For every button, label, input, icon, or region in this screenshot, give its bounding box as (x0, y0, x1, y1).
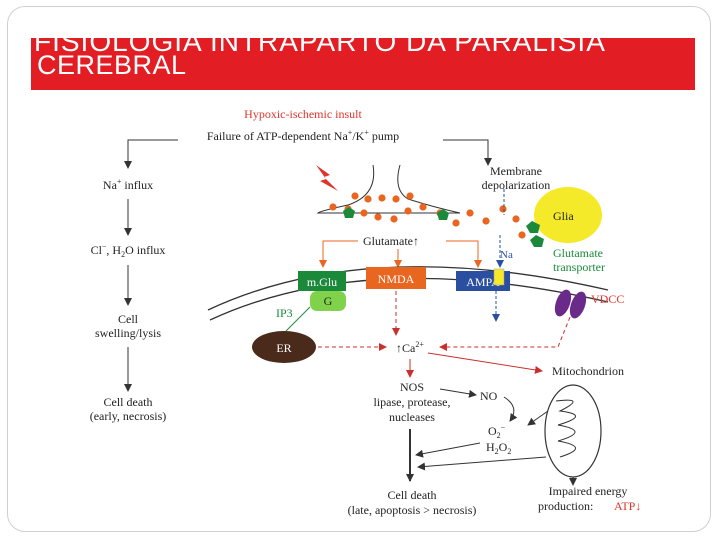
swelling-label-1: Cell (118, 312, 139, 326)
ampa-label: AMPA (466, 275, 500, 289)
arrow-mito-to-ros (527, 410, 549, 426)
mglu-label: m.Glu (307, 275, 337, 289)
nos-label-1: NOS (400, 380, 424, 394)
pathway-diagram: Hypoxic-ischemic insult Failure of ATP-d… (90, 107, 642, 517)
arrow-no-to-ros (503, 396, 518, 422)
arrow-glutamate-to-mglu (319, 240, 358, 268)
glutamate-dot (512, 215, 520, 223)
pathway-figure: Hypoxic-ischemic insult Failure of ATP-d… (48, 95, 670, 525)
pump-failure-label: Failure of ATP-dependent Na+/K+ pump (207, 128, 399, 143)
glutamate-dot (482, 217, 490, 225)
na-channel (493, 268, 505, 286)
glutamate-dot (378, 194, 386, 202)
glutamate-dot (392, 195, 400, 203)
cl-water-influx-label: Cl−, H2O influx (91, 242, 166, 259)
swelling-label-2: swelling/lysis (95, 326, 161, 340)
glutamate-dot (452, 219, 460, 227)
hydrogen-peroxide-label: H2O2 (486, 440, 511, 456)
er-organelle (252, 331, 316, 363)
late-death-label-2: (late, apoptosis > necrosis) (348, 503, 477, 517)
glutamate-dot (374, 213, 382, 221)
glia-transporter-icon (526, 221, 540, 233)
glutamate-dot (466, 209, 474, 217)
glutamate-dot (351, 192, 359, 200)
glutamate-transporter-label-1: Glutamate (553, 246, 603, 260)
vdcc-label: VDCC (591, 292, 624, 306)
nos-label-3: nucleases (389, 410, 435, 424)
glutamate-dot (419, 203, 427, 211)
vdcc-channel-right (569, 291, 587, 319)
lightning-icon (316, 165, 338, 191)
vdcc-channel-left (554, 289, 572, 317)
no-label: NO (480, 389, 498, 403)
nmda-receptor (366, 267, 426, 289)
mglu-receptor (298, 271, 346, 291)
g-protein-label: G (324, 294, 333, 308)
title-bar: FISIOLOGIA INTRAPARTO DA PARALISIA CEREB… (31, 38, 695, 90)
glutamate-label: Glutamate↑ (363, 234, 419, 248)
early-death-label-1: Cell death (104, 395, 153, 409)
mitochondrion (544, 384, 602, 478)
arrow-pump-to-depolarization (443, 139, 492, 166)
glia-label: Glia (553, 209, 574, 223)
glutamate-dot (364, 195, 372, 203)
glutamate-dot (404, 207, 412, 215)
nos-label-2: lipase, protease, (374, 395, 451, 409)
calcium-label: ↑Ca2+ (396, 340, 424, 355)
arrow-glutamate-to-ampa (446, 240, 482, 268)
mitochondrion-label: Mitochondrion (552, 364, 624, 378)
insult-label: Hypoxic-ischemic insult (244, 107, 362, 121)
late-death-label-1: Cell death (388, 488, 437, 502)
arrow-ip3-to-er (285, 306, 311, 332)
arrow-mito-to-late-death (417, 456, 547, 471)
depolarization-label-1: Membrane (490, 164, 542, 178)
superoxide-label: O2− (488, 423, 506, 440)
early-death-label-2: (early, necrosis) (90, 409, 167, 423)
glutamate-dot (406, 192, 414, 200)
g-protein (310, 291, 346, 311)
nmda-label: NMDA (378, 272, 415, 286)
mitochondrion-cristae (555, 399, 576, 458)
glutamate-transporter-label-2: transporter (553, 260, 605, 274)
ip3-label: IP3 (276, 306, 293, 320)
presynaptic-terminal (316, 164, 461, 214)
arrow-ros-to-late-death (415, 442, 481, 458)
glutamate-dot (329, 203, 337, 211)
na-channel-label: Na (500, 249, 513, 261)
glia-transporter-icon (530, 235, 544, 247)
glutamate-dot (518, 231, 526, 239)
glutamate-dot (499, 205, 507, 213)
slide-title-line-2: CEREBRAL (37, 50, 187, 80)
glia-cell (534, 187, 602, 243)
depolarization-label-2: depolarization (482, 178, 551, 192)
glutamate-dot (360, 209, 368, 217)
slide-frame (7, 6, 711, 532)
er-label: ER (276, 341, 291, 355)
slide-title-line-1: FISIOLOGIA INTRAPARTO DA PARALISIA (34, 38, 606, 57)
atp-decrease-label: ATP↓ (614, 499, 641, 513)
arrow-nos-to-no (439, 388, 477, 398)
arrow-ca-to-mitochondrion (427, 352, 543, 374)
transporter-pentagon (343, 207, 355, 218)
impaired-energy-label-1: Impaired energy (549, 484, 628, 498)
glutamate-dot (390, 215, 398, 223)
transporter-pentagon (437, 209, 449, 220)
arrow-vdcc-to-ca (439, 316, 571, 351)
impaired-energy-label-2: production: (538, 499, 593, 513)
na-influx-label: Na+ influx (103, 177, 153, 192)
arrow-pump-to-na (124, 139, 178, 169)
